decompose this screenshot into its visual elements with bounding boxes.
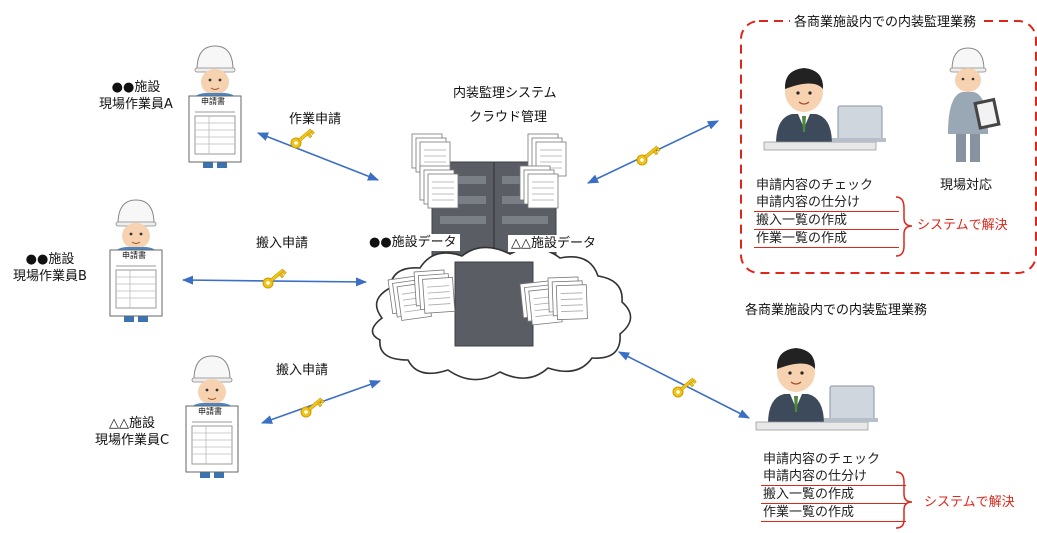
doc-stack-right-2	[519, 165, 559, 209]
sheet-label-a: 申請書	[201, 97, 225, 106]
key-icon-a	[288, 125, 316, 151]
system-title: 内装監理システム	[453, 86, 557, 101]
brace-top	[895, 196, 913, 257]
bottom-task-1: 申請内容のチェック	[763, 452, 881, 467]
bottom-task-3: 搬入一覧の作成	[761, 486, 906, 504]
top-solved-label: システムで解決	[917, 218, 1008, 233]
sheet-label-c: 申請書	[198, 407, 222, 416]
worker-c-facility: △△施設	[109, 416, 155, 431]
top-panel-title: 各商業施設内での内装監理業務	[790, 14, 981, 31]
doc-stack-left-2	[419, 165, 459, 209]
field-response-label: 現場対応	[940, 178, 993, 193]
key-icon-c	[298, 394, 326, 420]
top-panel-task-list: 申請内容のチェック 申請内容の仕分け 搬入一覧の作成 作業一覧の作成	[754, 177, 899, 248]
server-base	[454, 261, 534, 347]
bottom-solved-label: システムで解決	[924, 495, 1015, 510]
worker-b-figure	[109, 199, 163, 323]
worker-b-role: 現場作業員B	[13, 269, 87, 284]
key-icon-bottom	[670, 374, 698, 400]
worker-a-label: ●●施設 現場作業員A	[86, 79, 186, 113]
worker-c-figure	[185, 355, 239, 479]
arrow-worker-a	[256, 132, 380, 181]
top-task-1: 申請内容のチェック	[756, 178, 874, 193]
sheet-label-b: 申請書	[122, 251, 146, 260]
facility-data-label-b: △△施設データ	[508, 235, 599, 252]
clerk-bottom-figure	[755, 347, 879, 431]
request-label-b: 搬入申請	[256, 236, 309, 251]
field-worker-figure	[947, 47, 1002, 163]
cloud-docs-right-2	[547, 276, 588, 321]
key-icon-top	[634, 142, 662, 168]
worker-c-label: △△施設 現場作業員C	[82, 415, 182, 449]
dashed-panel-border	[740, 20, 1037, 274]
request-label-c: 搬入申請	[276, 363, 329, 378]
key-icon-b	[260, 265, 288, 291]
bottom-task-4: 作業一覧の作成	[761, 504, 906, 522]
bottom-panel-task-list: 申請内容のチェック 申請内容の仕分け 搬入一覧の作成 作業一覧の作成	[761, 451, 906, 522]
worker-b-facility: ●●施設	[25, 252, 75, 267]
worker-b-label: ●●施設 現場作業員B	[0, 251, 100, 285]
worker-a-facility: ●●施設	[111, 80, 161, 95]
facility-data-label-a: ●●施設データ	[366, 234, 460, 251]
bottom-panel-title: 各商業施設内での内装監理業務	[745, 303, 928, 318]
arrow-worker-b	[181, 275, 368, 287]
worker-a-figure	[188, 45, 242, 169]
clerk-top-figure	[763, 67, 887, 151]
brace-bottom	[895, 471, 913, 529]
worker-c-role: 現場作業員C	[94, 433, 170, 448]
top-task-3: 搬入一覧の作成	[754, 212, 899, 230]
bottom-task-2: 申請内容の仕分け	[761, 468, 906, 486]
top-task-4: 作業一覧の作成	[754, 230, 899, 248]
top-task-2: 申請内容の仕分け	[754, 194, 899, 212]
system-subtitle: クラウド管理	[469, 110, 548, 125]
worker-a-role: 現場作業員A	[99, 97, 173, 112]
request-label-a: 作業申請	[289, 112, 342, 127]
cloud-docs-left-2	[413, 268, 456, 315]
